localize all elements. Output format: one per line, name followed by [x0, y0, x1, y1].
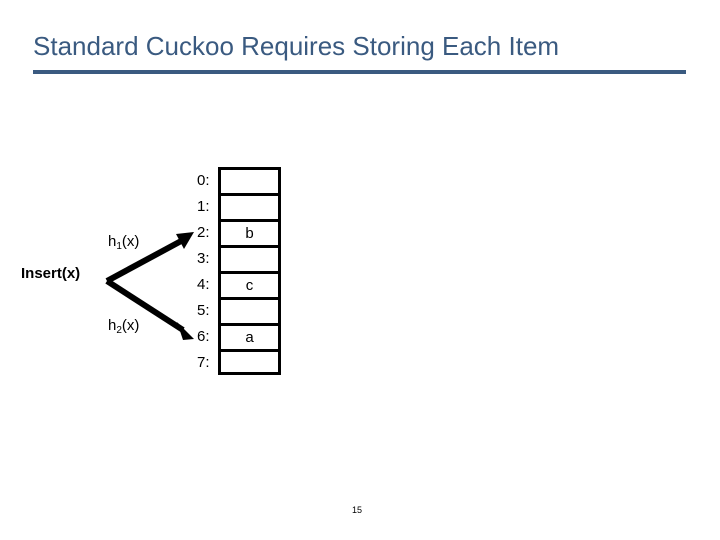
table-row: 3:: [197, 245, 281, 271]
row-index-label: 2:: [197, 223, 210, 241]
h2-subscript: 2: [116, 325, 122, 336]
h2-suffix: (x): [121, 317, 140, 334]
table-cell: [218, 297, 281, 323]
table-cell: [218, 245, 281, 271]
row-index-label: 0:: [197, 171, 210, 189]
cuckoo-hash-table: 0: 1: 2: b 3: 4: c 5: 6: a 7:: [197, 167, 281, 375]
table-row: 5:: [197, 297, 281, 323]
hash-function-2-label: h2(x): [108, 317, 140, 336]
hash-function-1-label: h1(x): [108, 233, 140, 252]
table-row: 1:: [197, 193, 281, 219]
h2-arrow-head: [177, 322, 194, 340]
h1-arrow-head: [176, 232, 194, 249]
row-index-label: 7:: [197, 353, 210, 371]
table-cell: [218, 349, 281, 375]
table-cell: c: [218, 271, 281, 297]
table-row: 7:: [197, 349, 281, 375]
table-cell: a: [218, 323, 281, 349]
row-index-label: 1:: [197, 197, 210, 215]
table-cell: [218, 193, 281, 219]
h1-suffix: (x): [121, 233, 140, 250]
page-number: 15: [352, 505, 363, 515]
title-underline-rule: [33, 70, 686, 74]
table-row: 0:: [197, 167, 281, 193]
row-index-label: 6:: [197, 327, 210, 345]
table-cell: b: [218, 219, 281, 245]
table-cell: [218, 167, 281, 193]
row-index-label: 3:: [197, 249, 210, 267]
row-index-label: 4:: [197, 275, 210, 293]
slide-title: Standard Cuckoo Requires Storing Each It…: [33, 31, 560, 61]
table-row: 4: c: [197, 271, 281, 297]
insert-operation-label: Insert(x): [21, 265, 81, 282]
h1-subscript: 1: [116, 241, 122, 252]
table-row: 6: a: [197, 323, 281, 349]
row-index-label: 5:: [197, 301, 210, 319]
table-row: 2: b: [197, 219, 281, 245]
